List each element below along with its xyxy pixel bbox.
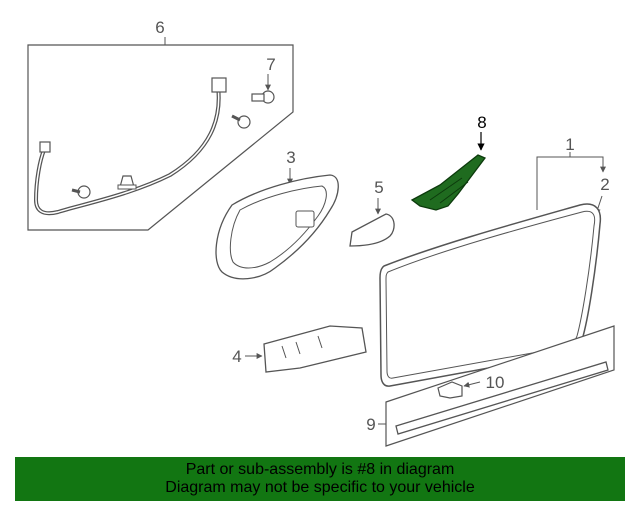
part-6-clip-2 — [117, 175, 137, 190]
part-9-moulding-strip — [395, 361, 609, 435]
part-3-trim-inner — [229, 185, 327, 269]
banner-line-2: Diagram may not be specific to your vehi… — [165, 479, 475, 496]
part-10-clip-group[interactable]: 10 — [437, 373, 505, 399]
callout-3: 3 — [286, 148, 295, 167]
banner-line-1: Part or sub-assembly is #8 in diagram — [185, 461, 455, 478]
part-8-window-channel-group[interactable]: 8 — [410, 113, 487, 211]
part-9-moulding-group[interactable]: 9 — [366, 325, 615, 447]
part-3-trim-outline — [215, 174, 339, 280]
part-5-shape — [349, 213, 395, 247]
part-1-door-inner — [385, 210, 596, 379]
part-8-channel-detail — [429, 177, 469, 204]
callout-5: 5 — [374, 178, 383, 197]
part-3-trim-pocket — [295, 210, 315, 228]
part-6-connector — [211, 77, 227, 93]
callout-6: 6 — [155, 18, 164, 37]
part-5-group[interactable]: 5 — [349, 178, 395, 247]
part-6-harness-group[interactable]: 6 — [27, 18, 294, 231]
part-6-clip-3 — [231, 114, 251, 129]
callout-10: 10 — [486, 373, 505, 392]
callout-7: 7 — [266, 55, 275, 74]
part-8-window-channel — [410, 154, 487, 211]
part-1-door-outer — [379, 203, 602, 387]
part-4-bracket-holes — [281, 335, 323, 359]
part-10-clip — [437, 381, 463, 399]
part-4-bracket-group[interactable]: 4 — [232, 325, 367, 373]
part-6-harness-wire-inner — [35, 85, 220, 214]
part-4-bracket — [263, 325, 367, 373]
callout-10-arrow — [463, 381, 481, 388]
parts-diagram: 6 7 3 5 8 1 2 4 — [27, 18, 615, 447]
part-6-panel-outline — [27, 44, 294, 231]
part-7-bolt-shank — [251, 93, 265, 102]
part-3-trim-group[interactable]: 3 — [215, 148, 339, 280]
part-6-end-connector — [39, 141, 51, 153]
callout-4: 4 — [232, 347, 241, 366]
callout-1: 1 — [565, 135, 574, 154]
info-banner: Part or sub-assembly is #8 in diagram Di… — [15, 457, 625, 501]
callout-9: 9 — [366, 415, 375, 434]
part-1-2-door-group[interactable]: 1 2 — [379, 135, 610, 387]
part-6-clip-1 — [71, 185, 91, 199]
callout-8: 8 — [477, 113, 486, 132]
callout-1-bracket — [536, 156, 606, 210]
callout-2: 2 — [600, 175, 609, 194]
part-7-bolt-group[interactable]: 7 — [251, 55, 276, 104]
